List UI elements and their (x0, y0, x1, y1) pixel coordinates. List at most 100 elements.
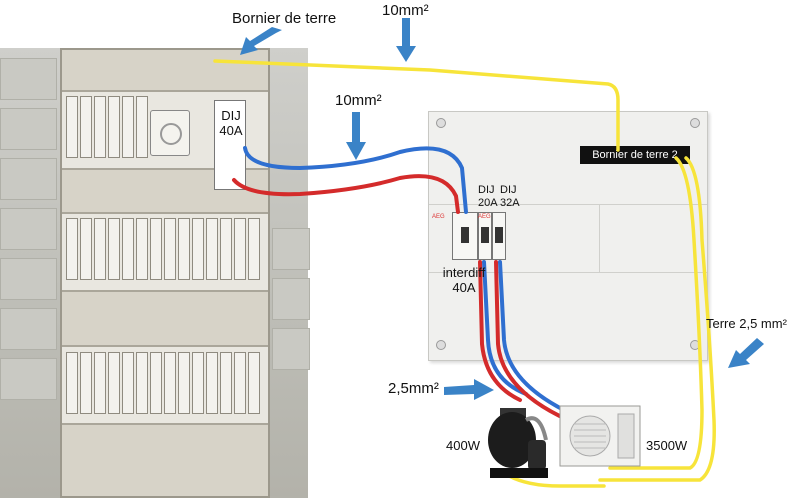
phase-wire-feed (232, 174, 460, 214)
cable-10mm-top-label: 10mm² (382, 2, 429, 19)
earth-wire-main (213, 59, 620, 152)
dij-32a-breaker (492, 212, 506, 260)
pump-tank (488, 412, 536, 468)
old-breaker-module (94, 218, 106, 280)
wall-brick (0, 258, 57, 300)
bornier-terre-2-label: Bornier de terre 2 (592, 149, 678, 161)
heat-pump (559, 405, 641, 467)
wall-brick (0, 308, 57, 350)
old-breaker-module (122, 96, 134, 158)
old-breaker-module (136, 352, 148, 414)
breaker-toggle (495, 227, 503, 243)
old-breaker-module (150, 218, 162, 280)
panel-screw (436, 118, 446, 128)
breaker-toggle (481, 227, 489, 243)
wall-brick (272, 228, 310, 270)
interdiff-40a-label: interdiff 40A (442, 265, 486, 295)
old-breaker-module (192, 352, 204, 414)
pump-power-label: 400W (446, 438, 480, 453)
pump-motor (528, 440, 546, 470)
panel-divider (429, 272, 707, 273)
phase-wire-heatpump (494, 260, 570, 422)
old-breaker-module (192, 218, 204, 280)
panel-screw (690, 118, 700, 128)
earth-wire-terre2-left (608, 156, 704, 470)
wall-brick (0, 358, 57, 400)
heatpump-side (617, 413, 635, 459)
old-breaker-module (108, 218, 120, 280)
rail-socket (150, 110, 190, 156)
panel-divider (599, 204, 600, 272)
brand-mark: AEG (478, 214, 491, 220)
old-breaker-module (234, 352, 246, 414)
old-breaker-module (206, 218, 218, 280)
breaker-toggle (461, 227, 469, 243)
old-breaker-module (164, 352, 176, 414)
arrow-group (240, 18, 764, 400)
old-breaker-module (80, 218, 92, 280)
old-breaker-module (66, 352, 78, 414)
bornier-terre-2-box: Bornier de terre 2 (580, 146, 690, 164)
old-breaker-module (150, 352, 162, 414)
arrow-icon (346, 112, 366, 160)
pump-base (490, 468, 548, 478)
old-breaker-module (248, 218, 260, 280)
arrow-icon (396, 18, 416, 62)
old-breaker-module (178, 218, 190, 280)
old-breaker-module (108, 352, 120, 414)
dij-20a-label: DIJ 20A (478, 184, 498, 209)
old-breaker-module (94, 352, 106, 414)
old-breaker-module (66, 218, 78, 280)
interdiff-breaker (452, 212, 478, 260)
dij-20a-breaker (478, 212, 492, 260)
old-breaker-module (122, 352, 134, 414)
wall-brick (0, 108, 57, 150)
terre-25-label: Terre 2,5 mm² (706, 316, 787, 331)
dij-40a-label: DIJ 40A (219, 108, 243, 138)
old-breaker-module (136, 218, 148, 280)
panel-divider (429, 204, 707, 205)
dij-32a-label: DIJ 32A (500, 184, 520, 209)
phase-wire-pump (478, 260, 522, 402)
wall-brick (0, 158, 57, 200)
neutral-wires (243, 146, 574, 416)
old-breaker-module (220, 218, 232, 280)
neutral-wire-feed (243, 146, 468, 214)
old-breaker-module (164, 218, 176, 280)
pool-pump (488, 408, 548, 478)
wall-brick (0, 58, 57, 100)
arrow-icon (240, 27, 282, 55)
old-breaker-module (94, 96, 106, 158)
arrow-icon (728, 338, 764, 368)
old-breaker-module (80, 352, 92, 414)
old-breaker-module (136, 96, 148, 158)
wall-brick (272, 278, 310, 320)
heatpump-grille (574, 423, 606, 449)
wall-brick (272, 328, 310, 370)
earth-wires (213, 59, 716, 488)
old-breaker-module (178, 352, 190, 414)
old-breaker-module (66, 96, 78, 158)
wall-brick (0, 208, 57, 250)
neutral-wire-pump (482, 260, 528, 396)
arrow-icon (444, 379, 494, 400)
neutral-wire-heatpump (498, 260, 574, 416)
old-breaker-module (122, 218, 134, 280)
cable-10mm-mid-label: 10mm² (335, 92, 382, 109)
panel-screw (436, 340, 446, 350)
cable-25-label: 2,5mm² (388, 380, 439, 397)
old-breaker-module (80, 96, 92, 158)
socket-face (160, 123, 182, 145)
pump-pipe (525, 416, 548, 441)
old-breaker-module (206, 352, 218, 414)
bornier-terre-label: Bornier de terre (232, 10, 337, 27)
brand-mark: AEG (432, 214, 445, 220)
heatpump-power-label: 3500W (646, 438, 688, 453)
dij-40a-breaker (214, 100, 246, 190)
phase-wires (232, 174, 570, 422)
old-breaker-module (220, 352, 232, 414)
old-breaker-module (234, 218, 246, 280)
earth-wire-terre2-right (598, 156, 716, 482)
